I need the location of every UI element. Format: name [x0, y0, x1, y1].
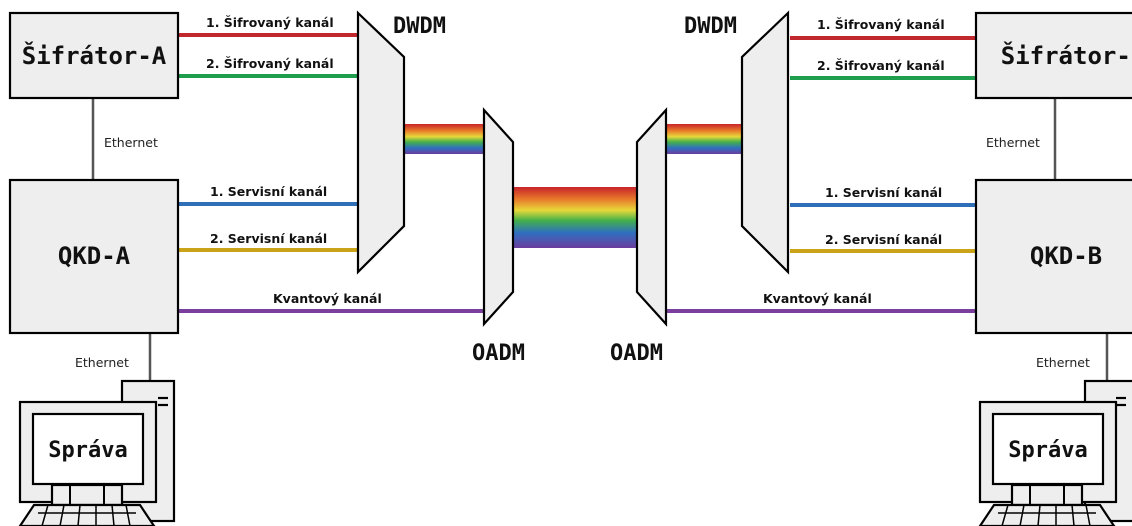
management-right-label: Správa — [1008, 438, 1087, 463]
quantum-channel-label-right: Kvantový kanál — [763, 291, 872, 306]
ethernet-label-a-bottom: Ethernet — [75, 355, 129, 370]
encryptor-a-box — [8, 11, 180, 100]
ethernet-label-b-top: Ethernet — [986, 135, 1040, 150]
service-channel-1-label-left: 1. Servisní kanál — [210, 184, 327, 199]
qkd-b-box — [974, 178, 1132, 335]
trunk-fiber — [512, 187, 638, 248]
dwdm-right — [740, 10, 790, 275]
qkd-a-box — [8, 178, 180, 335]
encryptor-b-box — [974, 11, 1132, 100]
ethernet-label-b-bottom: Ethernet — [1036, 355, 1090, 370]
oadm-right — [635, 107, 668, 327]
computer-icon — [18, 379, 176, 526]
encrypted-channel-1-label-right: 1. Šifrovaný kanál — [817, 17, 945, 32]
encrypted-channel-2-label-right: 2. Šifrovaný kanál — [817, 58, 945, 73]
qkd-b-label: QKD-B — [1030, 242, 1102, 270]
service-channel-1-label-right: 1. Servisní kanál — [825, 185, 942, 200]
quantum-channel-label-left: Kvantový kanál — [273, 291, 382, 306]
ethernet-label-a-top: Ethernet — [104, 135, 158, 150]
qkd-a-label: QKD-A — [58, 242, 131, 270]
service-channel-2-label-left: 2. Servisní kanál — [210, 231, 327, 246]
encryptor-a-label: Šifrátor-A — [22, 40, 167, 70]
dwdm-left-label: DWDM — [393, 14, 446, 39]
service-channel-2-label-right: 2. Servisní kanál — [825, 232, 942, 247]
dwdm-right-label: DWDM — [684, 14, 737, 39]
management-left-label: Správa — [48, 438, 127, 463]
oadm-left-label: OADM — [472, 341, 525, 366]
encrypted-channel-1-label-left: 1. Šifrovaný kanál — [206, 15, 334, 30]
encryptor-b-label: Šifrátor-B — [1001, 40, 1132, 70]
dwdm-left — [356, 10, 406, 275]
wdm-link-left — [404, 124, 488, 154]
wdm-link-right — [662, 124, 746, 154]
oadm-right-label: OADM — [610, 341, 663, 366]
encrypted-channel-2-label-left: 2. Šifrovaný kanál — [206, 56, 334, 71]
computer-icon — [978, 379, 1132, 526]
oadm-left — [482, 107, 515, 327]
